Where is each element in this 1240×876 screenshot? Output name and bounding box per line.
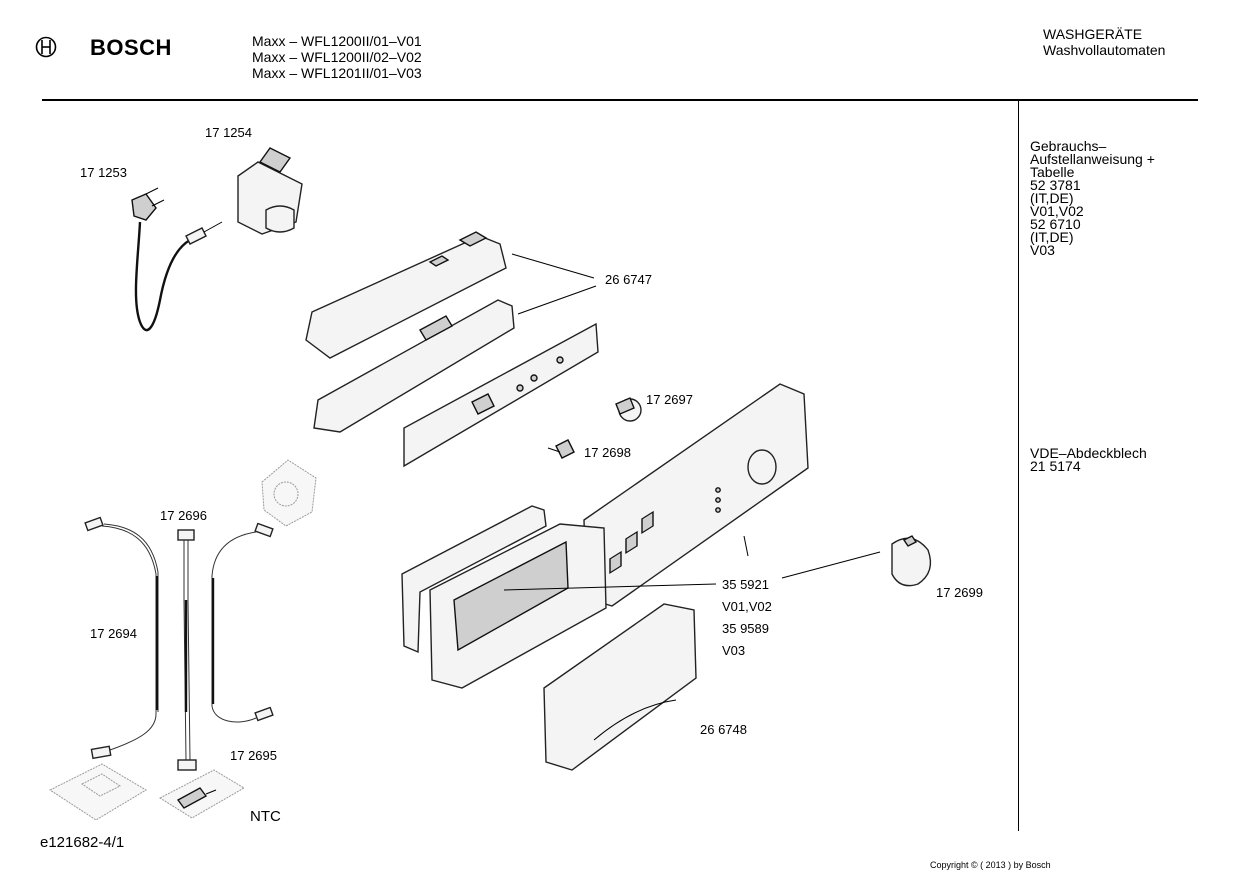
documents-note: Gebrauchs– Aufstellanweisung + Tabelle 5… [1030, 138, 1155, 258]
part-label: V03 [722, 643, 746, 658]
detergent-drawer [543, 603, 697, 771]
reference-motor-ghost [261, 459, 317, 527]
note-line: (IT,DE) [1030, 190, 1074, 206]
part-label: 17 2694 [90, 626, 137, 641]
side-divider [1018, 101, 1019, 831]
part-label: 26 6747 [605, 272, 652, 287]
category: WASHGERÄTE Washvollautomaten [1043, 26, 1165, 58]
part-label: 17 2699 [936, 585, 983, 600]
note-line: VDE–Abdeckblech [1030, 445, 1147, 461]
category-line: WASHGERÄTE [1043, 26, 1143, 42]
part-label: 17 1254 [205, 125, 252, 140]
wiring-harness-top [177, 529, 197, 771]
header-divider [42, 99, 1198, 101]
note-line: Tabelle [1030, 164, 1075, 180]
mains-cable [131, 187, 223, 332]
wiring-harness-left [84, 516, 159, 760]
note-line: Aufstellanweisung + [1030, 151, 1155, 167]
part-label: 17 1253 [80, 165, 127, 180]
part-label: 17 2698 [584, 445, 631, 460]
switch-button [547, 439, 575, 459]
note-line: 21 5174 [1030, 458, 1081, 474]
cover-note: VDE–Abdeckblech 21 5174 [1030, 445, 1147, 474]
control-module [305, 231, 599, 468]
bosch-logo-icon [35, 36, 57, 58]
copyright: Copyright © ( 2013 ) by Bosch [930, 860, 1051, 870]
control-panel [401, 383, 881, 689]
diagram-reference: e121682-4/1 [40, 834, 125, 851]
note-line: 52 3781 [1030, 177, 1081, 193]
note-line: V03 [1030, 242, 1055, 258]
model-line: Maxx – WFL1200II/01–V01 [252, 33, 422, 49]
note-line: V01,V02 [1030, 203, 1084, 219]
part-label: NTC [250, 808, 281, 825]
selector-knob [891, 535, 932, 587]
part-label: 35 5921 [722, 577, 769, 592]
note-line: Gebrauchs– [1030, 138, 1107, 154]
brand-name: BOSCH [90, 35, 172, 60]
category-line: Washvollautomaten [1043, 42, 1166, 58]
part-label: 17 2696 [160, 508, 207, 523]
part-label: V01,V02 [722, 599, 772, 614]
interference-filter [237, 147, 303, 235]
part-label: 26 6748 [700, 722, 747, 737]
program-knob [615, 397, 642, 422]
wiring-harness-right [211, 522, 274, 723]
model-line: Maxx – WFL1200II/02–V02 [252, 49, 422, 65]
model-list: Maxx – WFL1200II/01–V01 Maxx – WFL1200II… [252, 33, 422, 81]
note-line: (IT,DE) [1030, 229, 1074, 245]
part-label: 35 9589 [722, 621, 769, 636]
ntc-sensor [158, 769, 245, 819]
note-line: 52 6710 [1030, 216, 1081, 232]
part-label: 17 2695 [230, 748, 277, 763]
model-line: Maxx – WFL1201II/01–V03 [252, 65, 422, 81]
part-label: 17 2697 [646, 392, 693, 407]
reference-pump-ghost [48, 763, 147, 821]
